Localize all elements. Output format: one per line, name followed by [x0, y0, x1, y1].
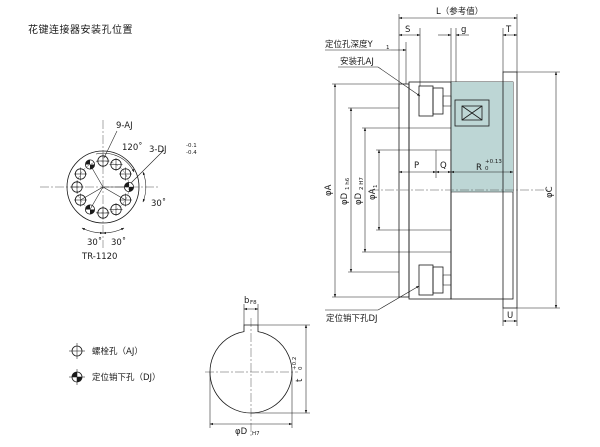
shaft-view: b F8 t +0.2 0 φD H7	[205, 296, 310, 437]
flange-outline	[66, 150, 140, 224]
angle-30-right-label: 30˚	[151, 198, 166, 209]
dim-phiD: φD	[235, 427, 248, 437]
dim-R-tol-upper: +0.13	[485, 159, 502, 165]
dim-phiC: φC	[545, 186, 555, 198]
dowel-hole	[124, 182, 134, 192]
terminal-box	[454, 99, 490, 127]
dowel-holes-label: 3-DJ	[149, 145, 167, 155]
page-title: 花键连接器安装孔位置	[28, 23, 133, 36]
dim-phiA: φA	[324, 184, 334, 196]
dim-T: T	[505, 25, 512, 35]
bolt-hole	[70, 180, 84, 194]
bolt-hole	[119, 167, 132, 181]
dim-phiD1-sub: 1 h6	[345, 177, 351, 190]
dim-t-tol-upper: +0.2	[292, 357, 298, 370]
bolt-hole	[109, 158, 123, 171]
dim-R: R	[476, 163, 482, 173]
dim-b: b	[244, 296, 249, 306]
dim-t: t	[295, 378, 305, 382]
bolt-hole	[109, 203, 123, 216]
hub-body	[408, 81, 452, 300]
dowel-hole	[85, 159, 95, 170]
dim-R-tol-lower: 0	[485, 166, 489, 172]
dim-Q: Q	[440, 161, 447, 171]
dim-t-tol-lower: 0	[298, 366, 304, 370]
bolt-hole	[74, 167, 87, 181]
dowel-tolerance-lower: -0.4	[186, 150, 197, 156]
legend-bolt-label: 螺栓孔（AJ）	[92, 346, 143, 357]
dowel-hole	[85, 204, 95, 215]
dim-phiD2-sub: 2 H7	[359, 177, 365, 190]
dim-phiA1-sub: 1	[373, 185, 379, 189]
model-label: TR-1120	[81, 252, 117, 262]
dim-L: L（参考值）	[436, 6, 483, 17]
dim-phiD2: φD	[354, 192, 364, 205]
shaft-bore	[209, 324, 293, 414]
dim-P: P	[414, 161, 419, 171]
label-AJ: 安装孔AJ	[340, 56, 374, 67]
legend-dowel-label: 定位销下孔（DJ）	[92, 372, 161, 383]
hub-flange	[398, 83, 410, 298]
bolt-hole-legend-icon	[69, 343, 85, 359]
label-Y1-sub: 1	[386, 45, 390, 51]
dim-U: U	[507, 311, 513, 321]
dowel-hole-legend-icon	[69, 369, 85, 385]
dim-g: g	[461, 25, 466, 35]
angle-120-label: 120˚	[122, 142, 142, 153]
bolt-hole	[96, 206, 110, 220]
angle-30-bottom-right-label: 30˚	[111, 237, 126, 248]
bolt-holes-label: 9-AJ	[116, 121, 133, 131]
bolt-hole	[119, 193, 132, 207]
dim-phiD1: φD	[340, 192, 350, 205]
dim-phiD-sub: H7	[252, 431, 260, 437]
dim-phiA1: φA	[368, 188, 378, 200]
dowel-tolerance-upper: -0.1	[186, 143, 197, 149]
dim-S: S	[405, 25, 410, 35]
angle-30-bottom-left-label: 30˚	[87, 237, 102, 248]
bolt-hole	[74, 193, 87, 207]
front-view: 9-AJ 120˚ 3-DJ -0.1 -0.4 30˚ 30˚ 30˚ TR-…	[40, 120, 197, 262]
bolt-hole	[96, 154, 110, 168]
dim-b-sub: F8	[250, 300, 257, 306]
section-view: L（参考值） S g T 定位孔深度Y 1 安装孔AJ φA φD 1 h6	[324, 6, 560, 326]
legend: 螺栓孔（AJ） 定位销下孔（DJ）	[69, 343, 161, 385]
label-DJ: 定位销下孔DJ	[326, 313, 378, 324]
label-Y1: 定位孔深度Y	[325, 39, 374, 50]
